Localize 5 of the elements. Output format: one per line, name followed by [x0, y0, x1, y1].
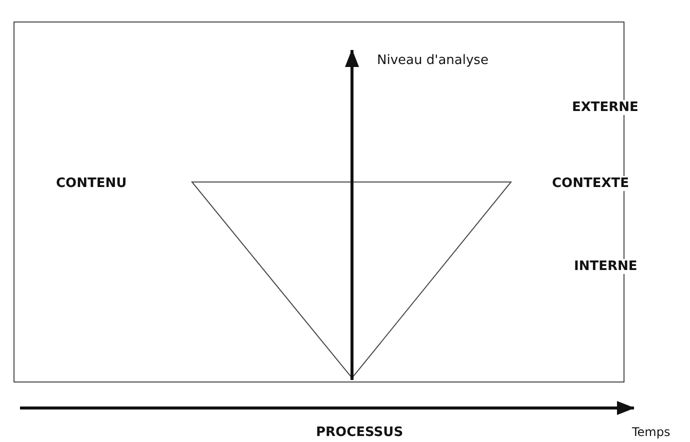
category-label: EXTERNE — [572, 100, 638, 115]
category-label: CONTEXTE — [552, 176, 629, 191]
axis-label: Temps — [632, 425, 670, 439]
category-label: INTERNE — [574, 259, 638, 274]
axis-label: Niveau d'analyse — [377, 53, 488, 68]
